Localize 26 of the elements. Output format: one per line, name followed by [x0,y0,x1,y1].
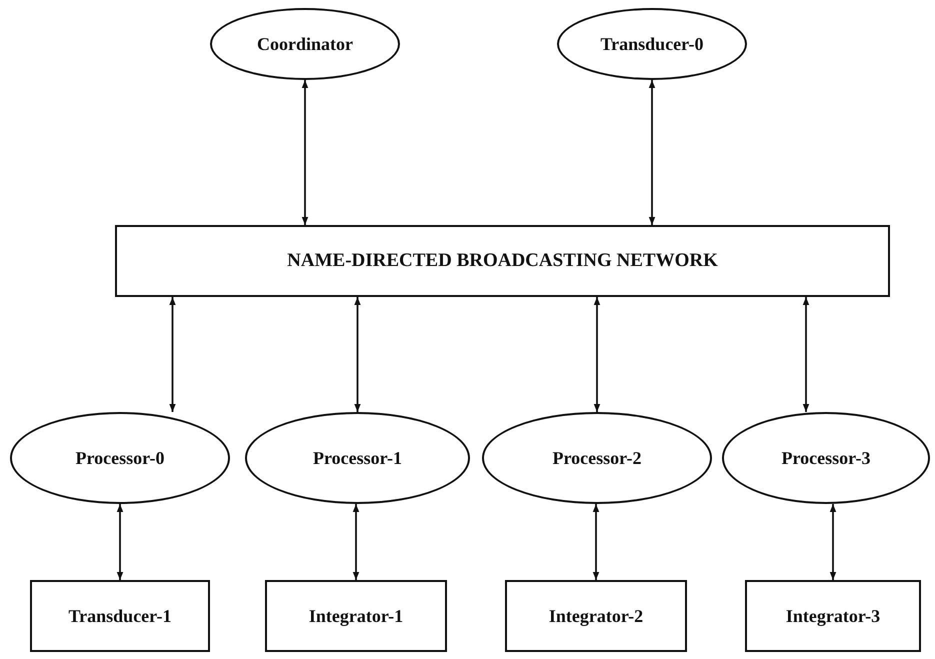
node-label: Processor-3 [782,448,870,468]
double-arrow [830,504,836,580]
double-arrow [302,80,308,225]
double-arrow [354,297,361,412]
rectangle-node [745,580,921,652]
rectangle-node [265,580,447,652]
node-label: Processor-2 [552,448,642,468]
double-arrow [802,297,810,412]
node-label: Processor-0 [76,448,164,468]
node-label: Integrator-3 [786,606,880,626]
node-label: Transducer-0 [600,34,704,54]
double-arrow [594,297,600,412]
node-label: Transducer-1 [68,606,172,626]
node-label: Integrator-1 [308,606,404,626]
double-arrow [648,80,656,225]
rectangle-node [505,580,687,652]
network-box [115,225,890,297]
double-arrow [592,504,600,580]
node-label: Coordinator [257,34,353,54]
double-arrow [116,504,124,580]
node-label: Processor-1 [313,448,402,468]
node-label: NAME-DIRECTED BROADCASTING NETWORK [287,250,718,272]
node-label: Integrator-2 [548,606,644,626]
rectangle-node [30,580,210,652]
double-arrow [352,504,360,580]
double-arrow [169,297,176,412]
